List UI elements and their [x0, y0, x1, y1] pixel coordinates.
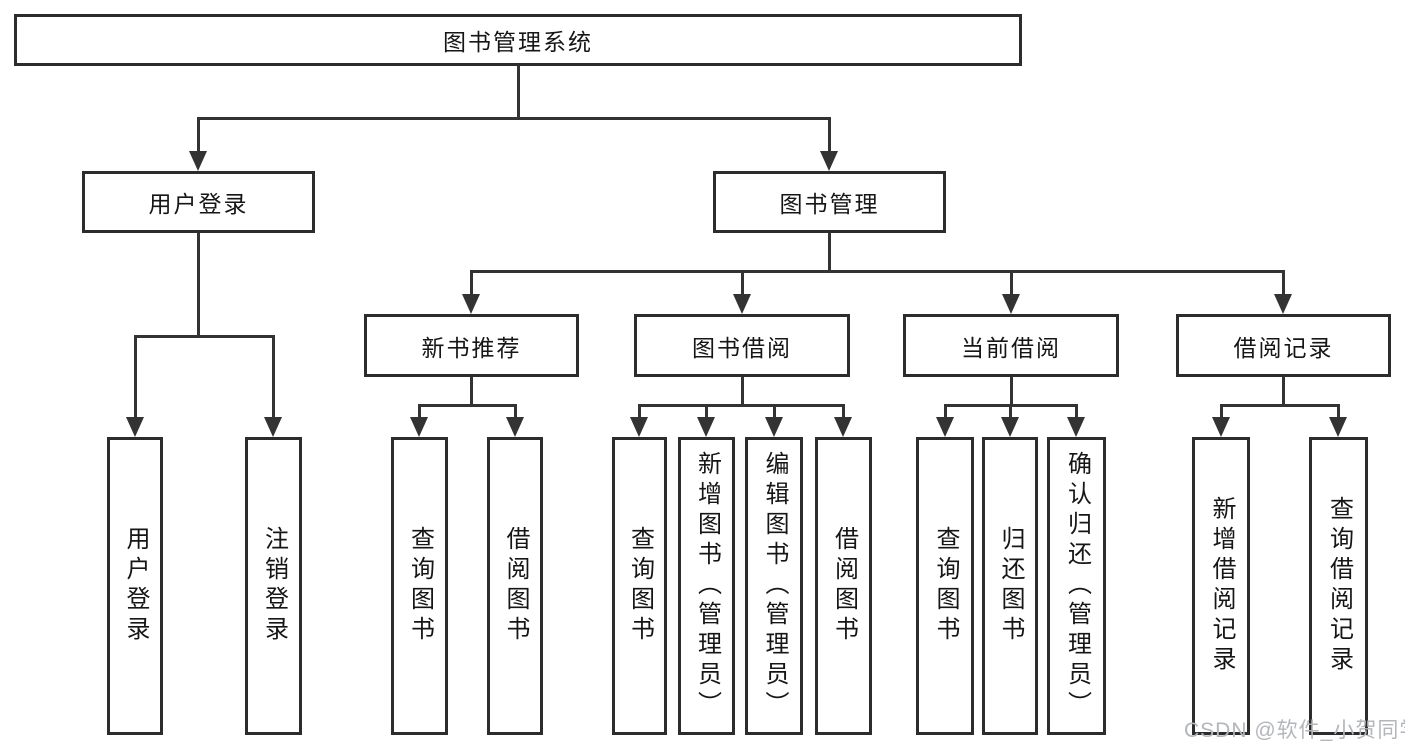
- connector-line: [944, 404, 947, 426]
- arrow-down-icon: [765, 417, 783, 437]
- leaf-logout: 注销登录: [245, 437, 302, 735]
- node-book-management-label: 图书管理: [779, 191, 880, 217]
- connector-line: [828, 233, 831, 273]
- arrow-down-icon: [189, 151, 207, 171]
- node-new-book-recommend: 新书推荐: [364, 314, 579, 377]
- connector-line: [134, 335, 275, 338]
- arrow-down-icon: [936, 417, 954, 437]
- arrow-down-icon: [410, 417, 428, 437]
- connector-line: [470, 270, 473, 300]
- node-book-borrow: 图书借阅: [634, 314, 850, 377]
- leaf-recommend-borrow-books: 借阅图书: [487, 437, 543, 735]
- node-new-book-recommend-label: 新书推荐: [421, 334, 522, 361]
- leaf-add-borrow-record-label: 新增借阅记录: [1208, 496, 1235, 676]
- arrow-down-icon: [1329, 417, 1347, 437]
- arrow-down-icon: [1212, 417, 1230, 437]
- leaf-confirm-return-admin-label: 确认归还（管理员）: [1063, 451, 1091, 721]
- leaf-user-login-label: 用户登录: [122, 526, 149, 646]
- arrow-down-icon: [126, 417, 144, 437]
- connector-line: [638, 404, 641, 426]
- connector-line: [1220, 404, 1340, 407]
- arrow-down-icon: [733, 294, 751, 314]
- connector-line: [741, 377, 744, 407]
- arrow-down-icon: [834, 417, 852, 437]
- arrow-down-icon: [1067, 417, 1085, 437]
- arrow-down-icon: [820, 151, 838, 171]
- connector-line: [705, 404, 708, 426]
- arrow-down-icon: [1001, 417, 1019, 437]
- node-user-login-label: 用户登录: [148, 191, 249, 217]
- connector-line: [1282, 270, 1285, 300]
- leaf-recommend-borrow-books-label: 借阅图书: [502, 526, 529, 646]
- connector-line: [197, 117, 200, 157]
- leaf-query-borrow-record: 查询借阅记录: [1309, 437, 1368, 735]
- node-current-borrow-label: 当前借阅: [961, 334, 1061, 361]
- arrow-down-icon: [506, 417, 524, 437]
- arrow-down-icon: [1002, 294, 1020, 314]
- connector-line: [828, 117, 831, 157]
- connector-line: [272, 335, 275, 425]
- arrow-down-icon: [697, 417, 715, 437]
- node-current-borrow: 当前借阅: [903, 314, 1119, 377]
- leaf-borrow-borrow-books: 借阅图书: [815, 437, 872, 735]
- arrow-down-icon: [630, 417, 648, 437]
- connector-line: [1337, 404, 1340, 426]
- leaf-add-borrow-record: 新增借阅记录: [1192, 437, 1250, 735]
- connector-line: [1282, 377, 1285, 407]
- connector-line: [134, 335, 137, 425]
- leaf-logout-label: 注销登录: [260, 526, 288, 646]
- node-root: 图书管理系统: [14, 14, 1022, 66]
- leaf-query-borrow-record-label: 查询借阅记录: [1325, 496, 1353, 676]
- leaf-return-books: 归还图书: [982, 437, 1038, 735]
- leaf-current-query-books: 查询图书: [916, 437, 974, 735]
- leaf-borrow-query-books: 查询图书: [612, 437, 667, 735]
- connector-line: [517, 66, 520, 119]
- arrow-down-icon: [462, 294, 480, 314]
- leaf-return-books-label: 归还图书: [997, 526, 1024, 646]
- connector-line: [197, 233, 200, 336]
- connector-line: [514, 404, 517, 426]
- connector-line: [1010, 377, 1013, 407]
- connector-line: [1075, 404, 1078, 426]
- connector-line: [418, 404, 517, 407]
- leaf-edit-books-admin: 编辑图书（管理员）: [745, 437, 803, 735]
- connector-line: [773, 404, 776, 426]
- leaf-borrow-query-books-label: 查询图书: [626, 526, 654, 646]
- arrow-down-icon: [1274, 294, 1292, 314]
- leaf-recommend-query-books-label: 查询图书: [406, 526, 434, 646]
- connector-line: [741, 270, 744, 300]
- csdn-watermark: CSDN @软件_小贺同学: [1184, 719, 1405, 742]
- connector-line: [842, 404, 845, 426]
- connector-line: [418, 404, 421, 426]
- leaf-recommend-query-books: 查询图书: [391, 437, 448, 735]
- connector-line: [197, 117, 831, 120]
- node-root-label: 图书管理系统: [443, 29, 593, 55]
- node-book-borrow-label: 图书借阅: [692, 334, 792, 361]
- node-borrow-records-label: 借阅记录: [1233, 334, 1334, 361]
- connector-line: [1220, 404, 1223, 426]
- leaf-add-books-admin: 新增图书（管理员）: [678, 437, 735, 735]
- leaf-user-login: 用户登录: [107, 437, 163, 735]
- leaf-borrow-borrow-books-label: 借阅图书: [830, 526, 858, 646]
- connector-line: [1010, 270, 1013, 300]
- leaf-confirm-return-admin: 确认归还（管理员）: [1047, 437, 1106, 735]
- leaf-current-query-books-label: 查询图书: [932, 526, 959, 646]
- node-user-login: 用户登录: [82, 171, 315, 233]
- connector-line: [1009, 404, 1012, 426]
- connector-line: [470, 377, 473, 407]
- connector-line: [470, 270, 1284, 273]
- connector-line: [638, 404, 845, 407]
- node-book-management: 图书管理: [713, 171, 946, 233]
- leaf-add-books-admin-label: 新增图书（管理员）: [693, 451, 721, 721]
- arrow-down-icon: [264, 417, 282, 437]
- leaf-edit-books-admin-label: 编辑图书（管理员）: [761, 451, 788, 721]
- node-borrow-records: 借阅记录: [1176, 314, 1391, 377]
